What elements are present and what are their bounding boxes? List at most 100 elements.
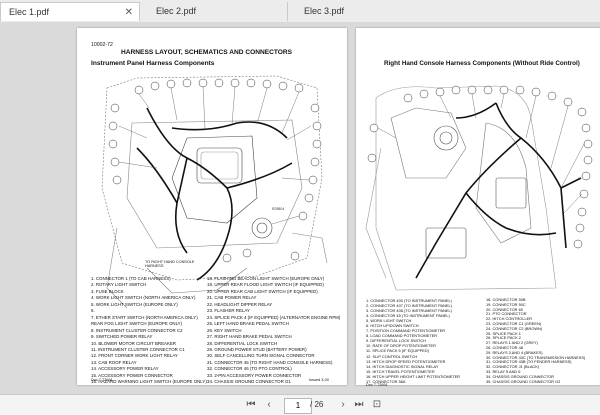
page-footer-issued: Issued 3-00: [309, 378, 329, 382]
list-item: 5. WORK LIGHT SWITCH (EUROPE ONLY): [91, 301, 178, 307]
harness-diagram-left: R25804: [101, 75, 328, 309]
list-item: 18. CONNECTOR 50B: [486, 297, 526, 302]
list-item: 31. CONNECTOR 45 (TO RIGHT HAND CONSOLE …: [207, 359, 333, 365]
pdf-page-left: 10002-72 HARNESS LAYOUT, SCHEMATICS AND …: [77, 28, 347, 385]
list-item: 3. FUSE BLOCK: [91, 288, 124, 294]
list-item: 21. CAB POWER RELAY: [207, 295, 257, 301]
list-item: 12. FRONT CORNER WORK LIGHT RELAY: [91, 353, 178, 359]
list-item: 18. FLASHING BEACON LIGHT SWITCH (EUROPE…: [207, 276, 325, 281]
list-item: 6. HITCH UP/DOWN SWITCH: [366, 323, 419, 329]
list-item: 32. CONNECTOR J1 (BLACK): [486, 364, 540, 370]
tab-bar: Elec 1.pdf ✕ Elec 2.pdf Elec 3.pdf: [0, 0, 600, 23]
chevron-left-icon[interactable]: ‹: [267, 399, 271, 410]
list-item: REAR FOG LIGHT SWITCH (EUROPE ONLY): [91, 321, 183, 327]
list-item: 2. ROTARY LIGHT SWITCH: [91, 282, 147, 288]
tab-elec-1[interactable]: Elec 1.pdf ✕: [0, 2, 140, 21]
list-item: 26. SPLICE PACK 2: [486, 335, 521, 341]
page-footer-doc: Doc 7-72691: [366, 383, 388, 387]
list-item: 8. INSTRUMENT CLUSTER CONNECTOR C2: [91, 327, 183, 333]
list-item: 1. CONNECTOR 1 (TO CAB HARNESS): [91, 276, 171, 281]
list-item: 19. CONNECTOR 50C: [486, 301, 526, 307]
diagram-callout: TO RIGHT HAND CONSOLE HARNESS: [145, 260, 195, 269]
document-viewer[interactable]: 10002-72 HARNESS LAYOUT, SCHEMATICS AND …: [0, 22, 600, 394]
component-list-left: 1. CONNECTOR 400 (TO INSTRUMENT PANEL) 2…: [366, 298, 460, 384]
list-item: 20. UPPER REAR CAB LIGHT SWITCH (IF EQUI…: [207, 288, 318, 294]
page-number-input[interactable]: [284, 398, 312, 414]
svg-text:R25804: R25804: [272, 207, 284, 211]
list-item: 9. DIFFERENTIAL LOCK SWITCH: [366, 338, 426, 344]
fit-page-icon[interactable]: ⊡: [372, 399, 382, 410]
list-item: 17. CONNECTOR 56A: [366, 378, 406, 384]
close-icon[interactable]: ✕: [124, 7, 133, 18]
list-item: 3. CONNECTOR 408 (TO INSTRUMENT PANEL): [366, 308, 452, 314]
list-item: 9. SWITCHED POWER RELAY: [91, 334, 153, 340]
list-item: 4. CONNECTOR 45 (TO INSTRUMENT PANEL): [366, 313, 450, 319]
component-list-left: 1. CONNECTOR 1 (TO CAB HARNESS) 2. ROTAR…: [91, 276, 207, 386]
list-item: 13. HITCH DROP SPEED POTENTIOMETER: [366, 358, 446, 364]
list-item: 33. RELAY 5 AND 6: [486, 368, 521, 374]
list-item: 12. SLIP CONTROL SWITCH: [366, 353, 418, 359]
list-item: 8. LOAD COMMAND POTENTIOMETER: [366, 333, 438, 339]
list-item: 29. GROUND POWER STUD (BATTERY POWER): [207, 346, 307, 352]
list-item: 23. FLASHER RELAY: [207, 308, 250, 314]
component-list-right: 18. FLASHING BEACON LIGHT SWITCH (EUROPE…: [207, 276, 340, 386]
tab-label: Elec 2.pdf: [156, 6, 197, 16]
last-page-icon[interactable]: ⏭: [354, 399, 364, 410]
tab-label: Elec 3.pdf: [304, 6, 345, 16]
list-item: 14. HITCH DIAGNOSTIC SIGNAL RELAY: [366, 363, 439, 369]
list-item: 27. RIGHT HAND BRAKE PEDAL SWITCH: [207, 334, 292, 340]
list-item: 5. WORK LIGHT SWITCH: [366, 318, 412, 324]
list-item: 32. CONNECTOR 46 (TO PTO CONTROL): [207, 366, 292, 372]
tab-label: Elec 1.pdf: [9, 7, 50, 17]
list-item: 6.: [91, 308, 95, 314]
list-item: 22. HEADLIGHT DIPPER RELAY: [207, 301, 273, 307]
list-item: 15. HITCH TRAVEL POTENTIOMETER: [366, 368, 435, 374]
list-item: 15. ACCESSORY POWER CONNECTOR: [91, 372, 173, 378]
list-item: 30. SELF CANCELLING TURN SIGNAL CONNECTO…: [207, 353, 315, 359]
tab-elec-3[interactable]: Elec 3.pdf: [296, 2, 436, 21]
list-item: 25. SPLICE PACK 1: [486, 330, 521, 336]
list-item: 22. HITCH CONTROLLER: [486, 316, 533, 322]
list-item: 11. SPLICE PACK 5 (IF EQUIPPED): [366, 348, 429, 354]
list-item: 33. 2-PIN ACCESSORY POWER CONNECTOR: [207, 372, 302, 378]
list-item: 7. POSITION COMMAND POTENTIOMETER: [366, 328, 446, 334]
list-item: 1. CONNECTOR 400 (TO INSTRUMENT PANEL): [366, 298, 452, 303]
list-item: 14. ACCESSORY POWER RELAY: [91, 366, 159, 372]
component-list-right: 18. CONNECTOR 50B 19. CONNECTOR 50C 20. …: [486, 297, 586, 384]
list-item: 2. CONNECTOR 407 (TO INSTRUMENT PANEL): [366, 303, 452, 309]
list-item: 35. CHASSIS GROUND CONNECTOR G2: [486, 378, 561, 384]
pdf-page-right: Right Hand Console Harness Components (W…: [356, 28, 600, 387]
page-subtitle: Right Hand Console Harness Components (W…: [384, 60, 580, 67]
page-subtitle: Instrument Panel Harness Components: [91, 60, 215, 67]
list-item: 19. UPPER REAR FLOOD LIGHT SWITCH (IF EQ…: [207, 282, 324, 288]
list-item: 26. KEY SWITCH: [207, 327, 242, 333]
harness-diagram-right: [365, 85, 593, 291]
list-item: 10. RATE OF DROP POTENTIOMETER: [366, 343, 436, 349]
list-item: 21. PTO CONNECTOR: [486, 311, 527, 317]
list-item: 29. RELAYS 3 AND 4 (BRAKES): [486, 349, 543, 355]
list-item: 4. WORK LIGHT SWITCH (NORTH AMERICA ONLY…: [91, 295, 196, 301]
list-item: 24. SPLICE PACK 4 (IF EQUIPPED) (ALTERNA…: [207, 314, 341, 320]
page-total: / 26: [310, 400, 324, 409]
page-title: HARNESS LAYOUT, SCHEMATICS AND CONNECTOR…: [121, 49, 293, 56]
list-item: 13. CAB ROOF RELAY: [91, 359, 137, 365]
list-item: 23. CONNECTOR C1 (GREEN): [486, 320, 542, 326]
list-item: 25. LEFT HAND BRAKE PEDAL SWITCH: [207, 321, 289, 327]
list-item: 31. CONNECTOR 43B (TO FENDER HARNESS): [486, 359, 572, 365]
list-item: 7. ETHER START SWITCH (NORTH AMERICA ONL…: [91, 314, 198, 320]
list-item: 27. RELAYS 1 AND 2 (GREY): [486, 340, 538, 346]
list-item: 16. HAZARD WARNING LIGHT SWITCH (EUROPE …: [91, 379, 207, 385]
chevron-right-icon[interactable]: ›: [341, 399, 345, 410]
list-item: 30. CONNECTOR 43C (TO TRANSMISSION HARNE…: [486, 354, 586, 360]
tab-elec-2[interactable]: Elec 2.pdf: [148, 2, 288, 21]
first-page-icon[interactable]: ⏮: [246, 399, 256, 410]
page-code: 10002-72: [91, 42, 113, 48]
list-item: 16. HITCH UPPER HEIGHT LIMIT POTENTIOMET…: [366, 373, 461, 379]
list-item: 34. CHASSIS GROUND CONNECTOR: [486, 373, 555, 379]
list-item: 28. DIFFERENTIAL LOCK SWITCH: [207, 340, 278, 346]
list-item: 10. BLOWER MOTOR CIRCUIT BREAKER: [91, 340, 176, 346]
list-item: 20. CONNECTOR 60: [486, 306, 523, 312]
list-item: 24. CONNECTOR C2 (BROWN): [486, 325, 543, 331]
list-item: 11. INSTRUMENT CLUSTER CONNECTOR C1: [91, 346, 185, 352]
page-navigation-bar: ⏮ ‹ / 26 › ⏭ ⊡: [0, 394, 600, 415]
